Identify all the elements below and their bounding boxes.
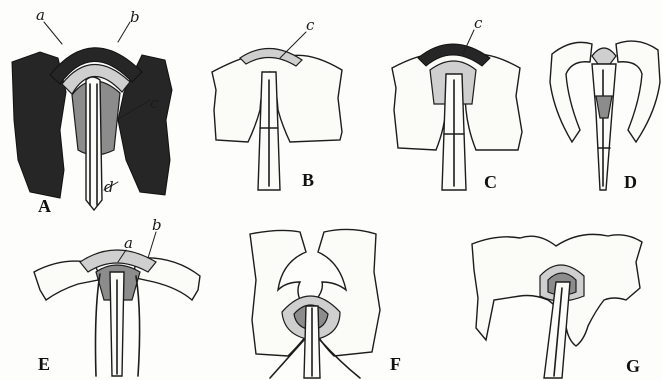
panel-g: G (472, 234, 642, 378)
panel-f: F (250, 229, 401, 378)
panel-f-title: F (390, 354, 401, 374)
panel-e-leader-b (148, 232, 156, 258)
panel-d-right-flap (616, 41, 660, 142)
panel-a: a b c d A (12, 6, 172, 216)
panel-a-label-a: a (36, 6, 45, 24)
panel-e-left-wall (96, 274, 101, 376)
panel-c: c C (392, 14, 522, 192)
panel-a-leader-b (118, 22, 130, 42)
panel-a-title: A (38, 196, 51, 216)
panel-e-right-wall (136, 276, 140, 376)
panel-e-label-a: a (124, 234, 133, 252)
panel-d-bud (592, 48, 616, 64)
panel-a-leader-a (44, 22, 62, 44)
panel-a-label-c: c (150, 94, 159, 112)
panel-b-title: B (302, 170, 314, 190)
panel-e: a b E (34, 216, 200, 376)
panel-d-title: D (624, 172, 637, 192)
panel-a-stalk (86, 77, 102, 210)
panel-g-title: G (626, 356, 640, 376)
panel-a-label-d: d (104, 178, 114, 196)
panel-d: D (550, 41, 660, 192)
panel-d-left-flap (550, 42, 592, 142)
panel-c-title: C (484, 172, 497, 192)
panel-e-title: E (38, 354, 50, 374)
panel-c-label-c: c (474, 14, 483, 32)
panel-b-label-c: c (306, 16, 315, 34)
panel-a-label-b: b (130, 8, 140, 26)
panel-e-label-b: b (152, 216, 162, 234)
panel-d-stalk (592, 64, 616, 190)
panel-b: c B (212, 16, 342, 190)
